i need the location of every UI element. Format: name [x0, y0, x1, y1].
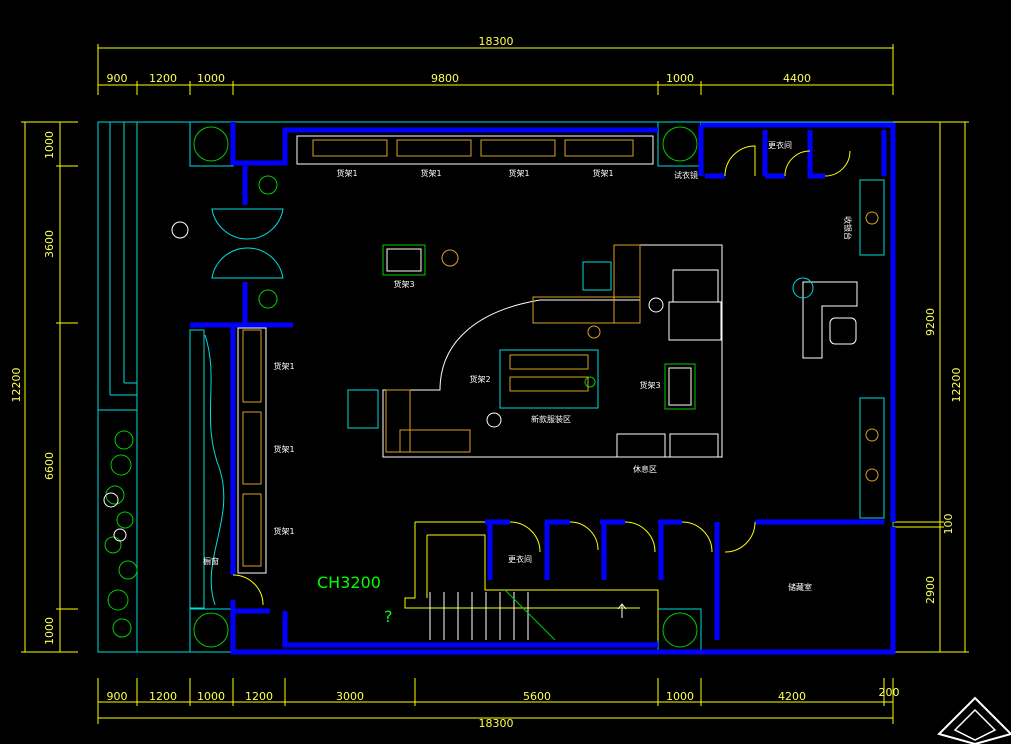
- entrance-doors: [211, 208, 284, 279]
- dim-left-2: 3600: [43, 230, 56, 258]
- shelf-label-top-2: 货架1: [420, 168, 441, 178]
- fitting-room-label-top: 更衣间: [768, 140, 792, 150]
- dim-bottom-2: 1200: [149, 690, 177, 703]
- building-outline: [97, 121, 894, 653]
- top-dimension-lines: [97, 44, 894, 95]
- walls: [190, 122, 896, 655]
- dim-bottom-4: 1200: [245, 690, 273, 703]
- storage-label: 储藏室: [788, 582, 812, 592]
- staircase: [404, 521, 659, 641]
- dim-bottom-8: 4200: [778, 690, 806, 703]
- dim-left-3: 6600: [43, 452, 56, 480]
- question-mark: ?: [384, 607, 393, 626]
- shelf-3-units: [382, 244, 696, 410]
- cashier-label: 收银台: [843, 216, 853, 240]
- entrance-plants: [258, 175, 596, 388]
- shelf-label-left-1: 货架1: [273, 361, 294, 371]
- dim-left-4: 1000: [43, 617, 56, 645]
- door-swings: [232, 145, 851, 606]
- shelf-label-left-3: 货架1: [273, 526, 294, 536]
- dim-bottom-7: 1000: [666, 690, 694, 703]
- dim-bottom-9: 200: [879, 686, 900, 699]
- dim-right-1: 9200: [924, 308, 937, 336]
- dim-top-3: 1000: [197, 72, 225, 85]
- shelf-label-top-4: 货架1: [592, 168, 613, 178]
- corner-planters: [189, 121, 702, 653]
- dim-bottom-3: 1000: [197, 690, 225, 703]
- dim-top-1: 900: [107, 72, 128, 85]
- dim-right-3: 2900: [924, 576, 937, 604]
- dim-bottom-total: 18300: [479, 717, 514, 730]
- dim-left-total: 12200: [10, 368, 23, 403]
- dim-bottom-1: 900: [107, 690, 128, 703]
- new-arrivals-zone: [347, 244, 723, 458]
- right-dimension-lines: [893, 121, 969, 653]
- rest-area-label: 休息区: [633, 464, 657, 474]
- garden-planters: [103, 430, 138, 638]
- fitting-room-label-bottom: 更衣间: [508, 554, 532, 564]
- dim-top-5: 1000: [666, 72, 694, 85]
- new-arrivals-label: 新款服装区: [531, 414, 571, 424]
- top-shelves: [296, 135, 654, 165]
- dim-left-1: 1000: [43, 131, 56, 159]
- right-wall-displays: [859, 179, 885, 519]
- facade-strips: [97, 122, 138, 653]
- shelf-3-label-a: 货架3: [393, 279, 414, 289]
- shelf-label-top-3: 货架1: [508, 168, 529, 178]
- window-label: 橱窗: [203, 556, 219, 566]
- shelf-label-top-1: 货架1: [336, 168, 357, 178]
- dim-bottom-5: 3000: [336, 690, 364, 703]
- ceiling-height: CH3200: [317, 573, 381, 592]
- shelf-2-label: 货架2: [469, 374, 490, 384]
- dim-top-2: 1200: [149, 72, 177, 85]
- left-dimension-lines: [21, 121, 78, 653]
- cashier-desk: [792, 277, 858, 359]
- dim-bottom-6: 5600: [523, 690, 551, 703]
- dim-top-6: 4400: [783, 72, 811, 85]
- shelf-3-label-b: 货架3: [639, 380, 660, 390]
- dim-top-total: 18300: [479, 35, 514, 48]
- shelf-label-left-2: 货架1: [273, 444, 294, 454]
- dim-top-4: 9800: [431, 72, 459, 85]
- mirror-label: 试衣镜: [674, 170, 698, 180]
- dim-right-total: 12200: [950, 368, 963, 403]
- logo-mark: [937, 696, 1011, 744]
- left-shelves: [189, 327, 267, 609]
- mannequins: [171, 221, 664, 428]
- dim-right-2: 100: [942, 514, 955, 535]
- bottom-dimension-lines: [97, 678, 894, 724]
